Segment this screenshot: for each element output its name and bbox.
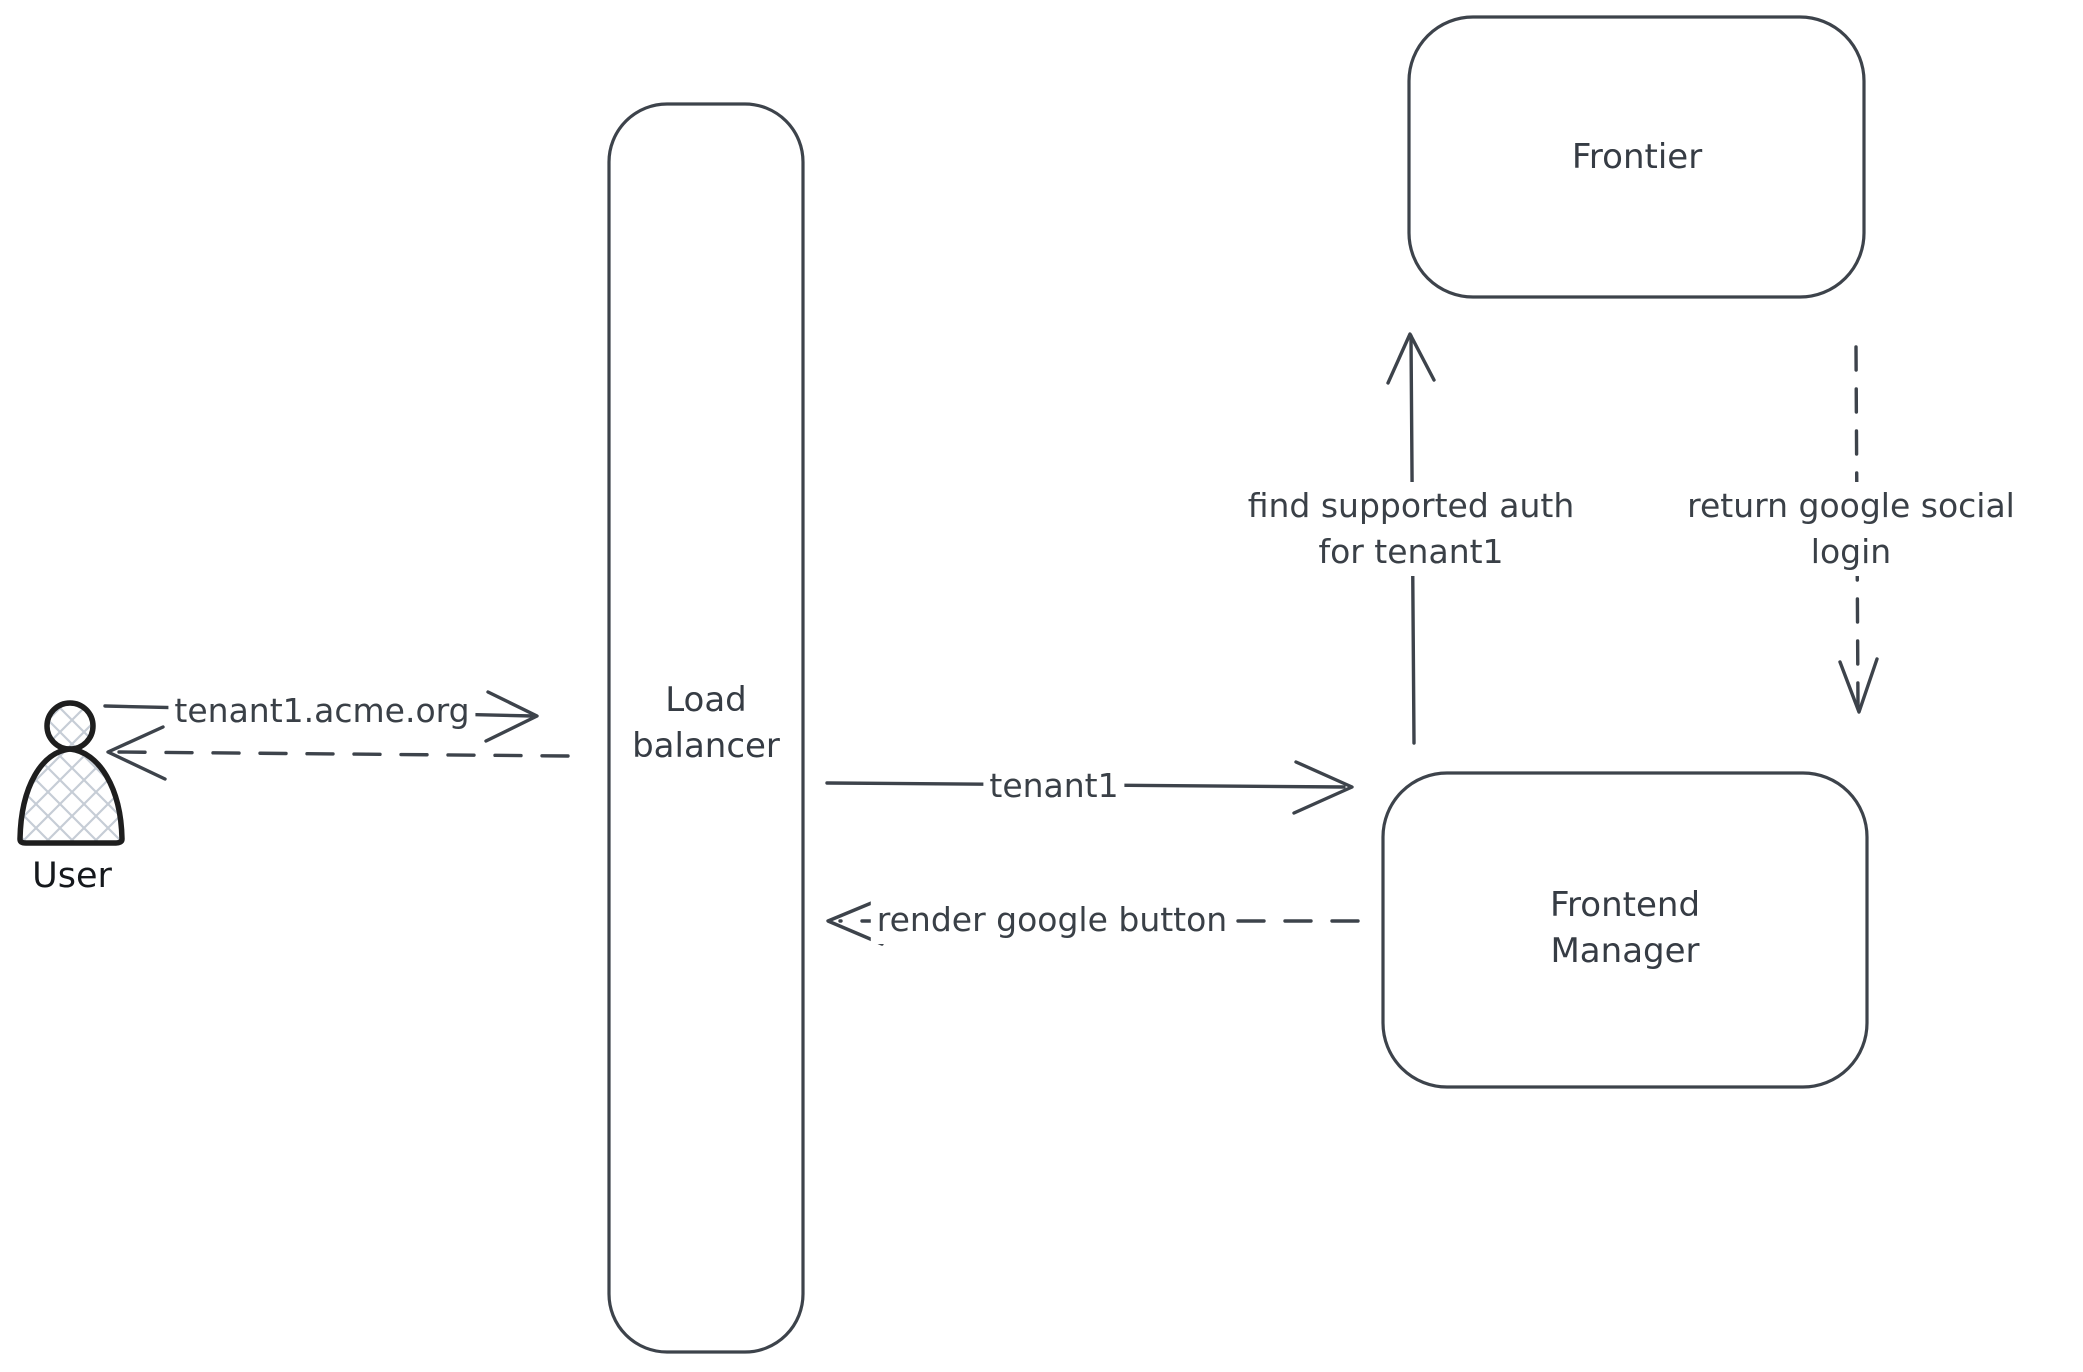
- edge-label-forward-tenant: tenant1: [983, 762, 1125, 810]
- edge-label-request-domain: tenant1.acme.org: [168, 687, 476, 735]
- frontend-manager-label: Frontend Manager: [1550, 882, 1700, 974]
- load-balancer-label-line2: balancer: [632, 726, 780, 766]
- edge-label-render-button: render google button: [870, 896, 1234, 944]
- load-balancer-label-line1: Load: [665, 680, 747, 720]
- load-balancer-box: [607, 102, 805, 1354]
- frontier-box: [1407, 15, 1866, 299]
- edge-label-find-auth: find supported auth for tenant1: [1241, 482, 1581, 576]
- arrow-loadbalancer-to-user: [106, 725, 570, 781]
- frontend-manager-box: [1381, 771, 1869, 1089]
- load-balancer-label: Load balancer: [632, 677, 780, 769]
- frontend-manager-label-line2: Manager: [1550, 931, 1700, 971]
- person-icon: [17, 700, 125, 846]
- frontier-label: Frontier: [1571, 137, 1703, 177]
- frontend-manager-label-line1: Frontend: [1549, 885, 1701, 925]
- edge-label-return-login-line1: return google social: [1687, 486, 2015, 525]
- edge-label-find-auth-line1: find supported auth: [1247, 486, 1575, 525]
- edge-label-return-login-line2: login: [1810, 532, 1892, 571]
- user-label: User: [32, 856, 112, 896]
- edge-label-return-login: return google social login: [1681, 482, 2021, 576]
- edge-label-find-auth-line2: for tenant1: [1318, 532, 1504, 571]
